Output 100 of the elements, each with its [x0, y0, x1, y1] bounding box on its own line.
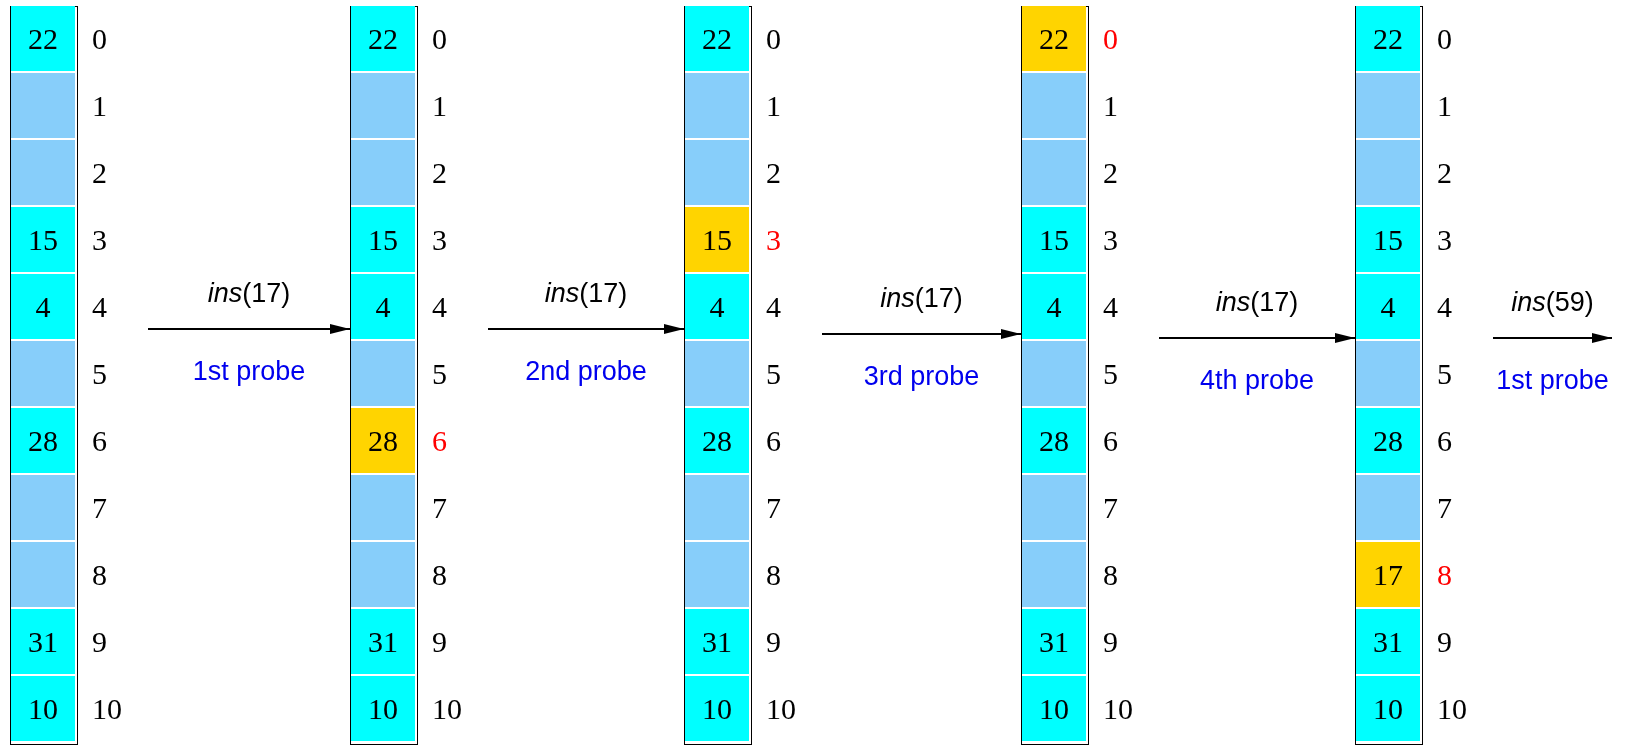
table-slot: 15 [351, 207, 415, 272]
empty-slot [1022, 140, 1086, 205]
empty-slot [351, 542, 415, 607]
slot-index: 2 [1437, 156, 1452, 190]
empty-slot [685, 73, 749, 138]
node-label: 10 [1039, 691, 1069, 725]
slot-index: 6 [432, 424, 447, 458]
edge-label: ins(17) [880, 282, 963, 314]
slot-index: 9 [92, 625, 107, 659]
probe-label: 1st probe [192, 355, 306, 387]
slot-index: 10 [92, 692, 122, 726]
slot-index: 3 [92, 223, 107, 257]
arrow [1492, 333, 1613, 343]
slot-index: 7 [92, 491, 107, 525]
table-slot: 15 [685, 207, 749, 272]
empty-slot [1022, 73, 1086, 138]
node-label: 4 [1380, 289, 1396, 323]
table-slot: 31 [11, 609, 75, 674]
slot-index: 8 [1437, 558, 1452, 592]
slot-index: 9 [432, 625, 447, 659]
slot-index: 1 [766, 89, 781, 123]
table-slot: 31 [351, 609, 415, 674]
table-slot: 4 [11, 274, 75, 339]
slot-index: 5 [1437, 357, 1452, 391]
slot-index: 5 [1103, 357, 1118, 391]
slot-index: 1 [92, 89, 107, 123]
slot-index: 6 [766, 424, 781, 458]
table-slot: 4 [351, 274, 415, 339]
slot-index: 3 [766, 223, 781, 257]
slot-index: 1 [1437, 89, 1452, 123]
empty-slot [1356, 140, 1420, 205]
slot-index: 9 [1103, 625, 1118, 659]
slot-index: 9 [1437, 625, 1452, 659]
empty-slot [685, 341, 749, 406]
slot-index: 8 [92, 558, 107, 592]
node-label: 15 [28, 222, 58, 256]
empty-slot [351, 475, 415, 540]
node-label: 15 [368, 222, 398, 256]
slot-index: 5 [92, 357, 107, 391]
slot-index: 4 [432, 290, 447, 324]
table-slot: 31 [1022, 609, 1086, 674]
empty-slot [11, 341, 75, 406]
empty-slot [351, 341, 415, 406]
slot-index: 3 [1437, 223, 1452, 257]
slot-index: 0 [766, 22, 781, 56]
table-slot: 28 [11, 408, 75, 473]
empty-slot [1356, 341, 1420, 406]
slot-index: 0 [432, 22, 447, 56]
slot-index: 5 [432, 357, 447, 391]
slot-index: 6 [1103, 424, 1118, 458]
edge-label: ins(17) [544, 277, 628, 309]
slot-index: 8 [1103, 558, 1118, 592]
probe-label: 4th probe [1199, 364, 1315, 396]
slot-index: 7 [432, 491, 447, 525]
slot-index: 1 [1103, 89, 1118, 123]
empty-slot [351, 73, 415, 138]
node-label: 31 [702, 624, 732, 658]
edge-label: ins(17) [1215, 286, 1299, 318]
slot-index: 7 [1103, 491, 1118, 525]
table-slot: 22 [1356, 6, 1420, 71]
table-slot: 4 [685, 274, 749, 339]
empty-slot [11, 475, 75, 540]
empty-slot [11, 73, 75, 138]
slot-index: 10 [432, 692, 462, 726]
empty-slot [351, 140, 415, 205]
node-label: 15 [1373, 222, 1403, 256]
table-slot: 4 [1356, 274, 1420, 339]
table-slot: 28 [351, 408, 415, 473]
slot-index: 4 [1437, 290, 1452, 324]
arrow [821, 329, 1022, 339]
slot-index: 8 [432, 558, 447, 592]
node-label: 4 [375, 289, 391, 323]
slot-index: 10 [766, 692, 796, 726]
empty-slot [685, 140, 749, 205]
slot-index: 4 [766, 290, 781, 324]
node-label: 4 [35, 289, 51, 323]
arrow [147, 324, 351, 334]
node-label: 31 [28, 624, 58, 658]
table-slot: 10 [11, 676, 75, 741]
empty-slot [1022, 475, 1086, 540]
slot-index: 2 [92, 156, 107, 190]
slot-index: 2 [766, 156, 781, 190]
node-label: 31 [1039, 624, 1069, 658]
table-slot: 28 [685, 408, 749, 473]
probe-label: 1st probe [1496, 364, 1609, 396]
node-label: 15 [1039, 222, 1069, 256]
table-slot: 31 [685, 609, 749, 674]
edge-label: ins(59) [1511, 286, 1594, 318]
slot-index: 10 [1103, 692, 1133, 726]
table-slot: 28 [1356, 408, 1420, 473]
slot-index: 5 [766, 357, 781, 391]
arrow [1158, 333, 1356, 343]
table-slot: 10 [1022, 676, 1086, 741]
slot-index: 4 [1103, 290, 1118, 324]
table-slot: 15 [1356, 207, 1420, 272]
table-slot: 15 [1022, 207, 1086, 272]
empty-slot [685, 475, 749, 540]
empty-slot [11, 140, 75, 205]
slot-index: 9 [766, 625, 781, 659]
table-slot: 22 [1022, 6, 1086, 71]
